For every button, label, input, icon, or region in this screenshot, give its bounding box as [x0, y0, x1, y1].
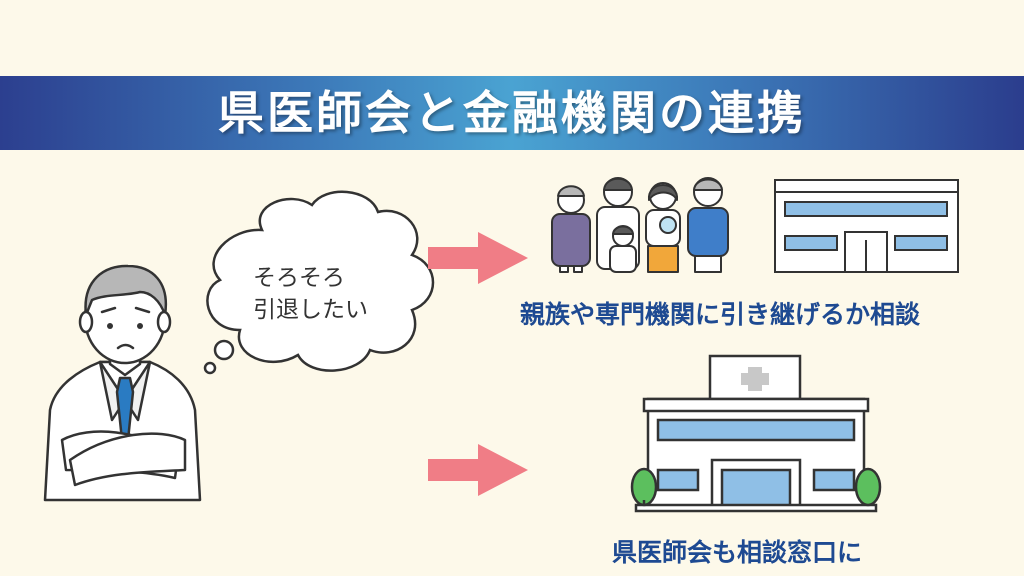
person-grandmother — [551, 185, 591, 273]
hair — [84, 264, 168, 317]
hospital-door — [720, 468, 792, 509]
office-windows — [784, 201, 948, 251]
thought-line-1: そろそろ — [253, 265, 345, 291]
caption-family-consult: 親族や専門機関に引き継げるか相談 — [520, 300, 921, 329]
eye-right — [137, 323, 143, 329]
person-child — [609, 225, 637, 273]
eyebrow-right — [134, 306, 151, 314]
bubble-dot-large — [213, 339, 235, 361]
page-title: 県医師会と金融機関の連携 — [218, 86, 806, 140]
bubble-cloud — [206, 190, 435, 372]
mouth — [116, 343, 135, 350]
bubble-dot-small — [203, 361, 217, 375]
ear-right — [156, 310, 172, 334]
person-grandfather — [687, 177, 729, 273]
title-banner: 県医師会と金融機関の連携 — [0, 76, 1024, 150]
hospital-windows — [656, 418, 856, 492]
ear-left — [78, 310, 94, 334]
thought-line-2: 引退したい — [253, 297, 368, 323]
hospital-ground — [634, 503, 878, 513]
medical-cross-icon — [741, 367, 769, 391]
arm-front — [68, 432, 187, 487]
tree-right — [854, 467, 882, 507]
caption-medical-association: 県医師会も相談窓口に — [612, 538, 863, 567]
arrow-right-top — [428, 232, 528, 284]
eyebrow-left — [100, 306, 117, 314]
tree-left — [630, 467, 658, 507]
arrow-right-bottom — [428, 444, 528, 496]
thought-text: そろそろ 引退したい — [253, 262, 368, 326]
eye-left — [107, 323, 113, 329]
person-mother — [645, 182, 681, 273]
hospital-roof — [642, 397, 870, 413]
